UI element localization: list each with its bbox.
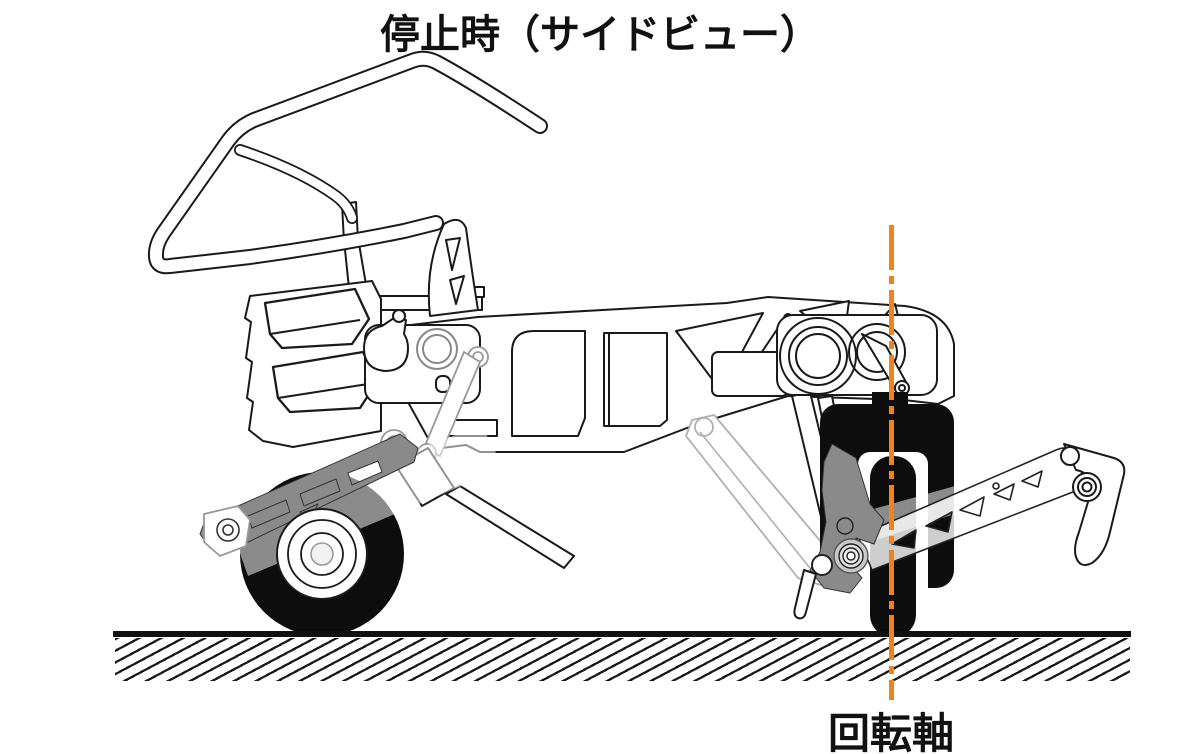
ground-hatching [115, 638, 1130, 681]
rear-swingarm [199, 433, 419, 549]
front-wheel-module [685, 314, 1126, 637]
rotation-axis-label: 回転軸 [827, 710, 955, 754]
swingarm-pivot-bracket [203, 504, 251, 558]
ground-line [113, 631, 1131, 637]
rear-wheel [199, 426, 504, 636]
battery-pack [244, 280, 382, 448]
handlebar [147, 50, 548, 275]
diagram-title: 停止時（サイドビュー） [380, 13, 820, 57]
